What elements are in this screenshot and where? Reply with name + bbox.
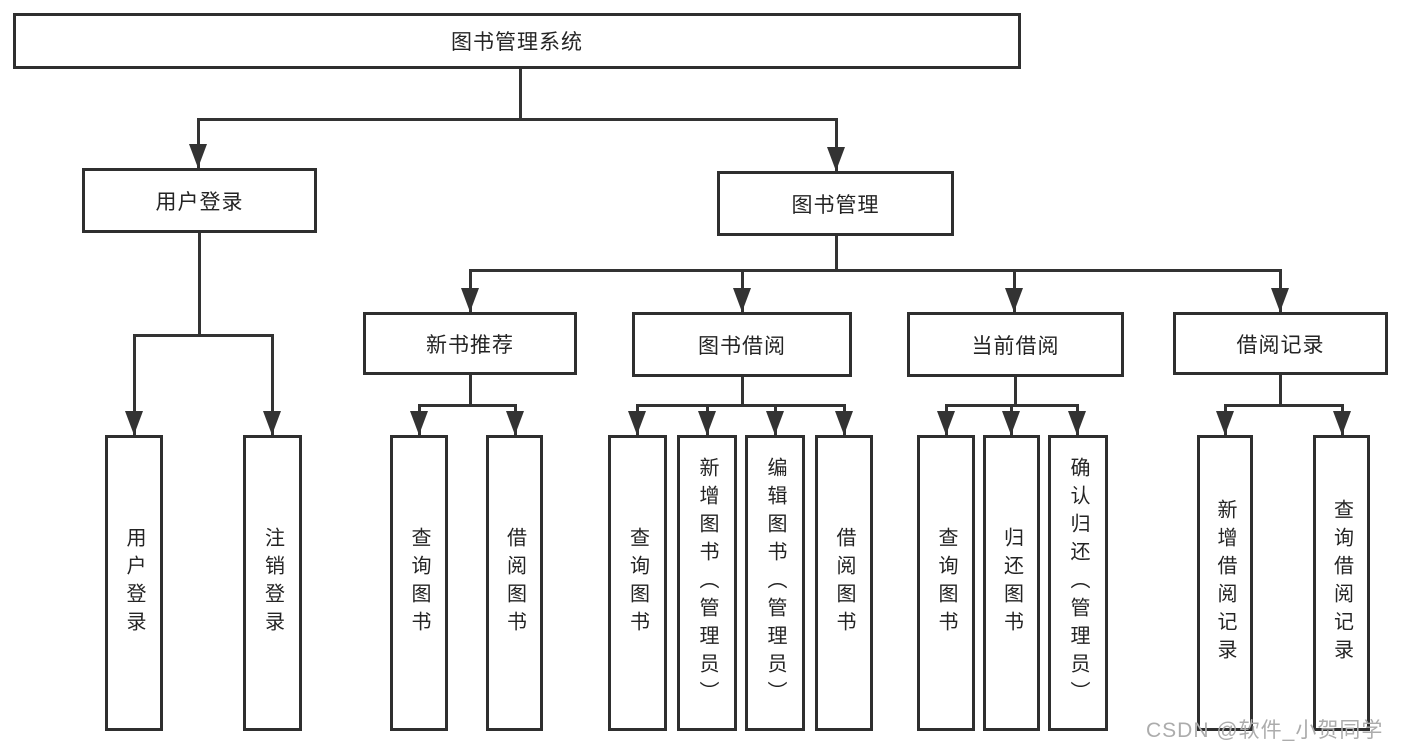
arrowhead-down-icon (1271, 288, 1289, 312)
node-leaf-query-books-borrow: 查询图书 (608, 435, 667, 731)
connector-line-vertical (518, 69, 522, 120)
connector-line-vertical (132, 335, 136, 435)
arrowhead-down-icon (506, 411, 524, 435)
node-leaf-add-book-admin: 新增图书（管理员） (677, 435, 737, 731)
arrowhead-down-icon (410, 411, 428, 435)
connector-line-horizontal (417, 403, 517, 407)
arrowhead-down-icon (1002, 411, 1020, 435)
connector-line-vertical (197, 233, 201, 336)
arrowhead-down-icon (125, 411, 143, 435)
node-branch-book-mgmt: 图书管理 (717, 171, 954, 236)
connector-line-vertical (1278, 375, 1282, 406)
connector-line-vertical (834, 236, 838, 271)
connector-line-vertical (270, 335, 274, 435)
arrowhead-down-icon (263, 411, 281, 435)
arrowhead-down-icon (698, 411, 716, 435)
node-leaf-add-borrow-record: 新增借阅记录 (1197, 435, 1253, 731)
node-leaf-edit-book-admin: 编辑图书（管理员） (745, 435, 805, 731)
arrowhead-down-icon (937, 411, 955, 435)
arrowhead-down-icon (461, 288, 479, 312)
node-branch-borrow-records: 借阅记录 (1173, 312, 1388, 375)
node-branch-book-borrow: 图书借阅 (632, 312, 852, 377)
arrowhead-down-icon (766, 411, 784, 435)
node-root-system: 图书管理系统 (13, 13, 1021, 69)
node-leaf-borrow-books-recommend: 借阅图书 (486, 435, 543, 731)
arrowhead-down-icon (189, 144, 207, 168)
connector-line-horizontal (468, 268, 1282, 272)
connector-line-horizontal (196, 117, 838, 121)
node-leaf-confirm-return-admin: 确认归还（管理员） (1048, 435, 1108, 731)
arrowhead-down-icon (835, 411, 853, 435)
node-leaf-borrow-books: 借阅图书 (815, 435, 873, 731)
node-leaf-user-login: 用户登录 (105, 435, 163, 731)
node-leaf-query-books-recommend: 查询图书 (390, 435, 448, 731)
node-leaf-query-books-current: 查询图书 (917, 435, 975, 731)
node-leaf-query-borrow-record: 查询借阅记录 (1313, 435, 1370, 731)
arrowhead-down-icon (733, 288, 751, 312)
arrowhead-down-icon (1005, 288, 1023, 312)
connector-line-horizontal (635, 403, 846, 407)
connector-line-vertical (740, 377, 744, 406)
node-branch-current-borrow: 当前借阅 (907, 312, 1124, 377)
connector-line-vertical (1013, 377, 1017, 406)
arrowhead-down-icon (628, 411, 646, 435)
connector-line-vertical (196, 119, 200, 168)
connector-line-horizontal (132, 333, 274, 337)
arrowhead-down-icon (827, 147, 845, 171)
connector-line-vertical (468, 375, 472, 406)
node-branch-new-book-recommend: 新书推荐 (363, 312, 577, 375)
arrowhead-down-icon (1068, 411, 1086, 435)
connector-line-vertical (834, 119, 838, 171)
node-branch-user-login: 用户登录 (82, 168, 317, 233)
node-leaf-return-book: 归还图书 (983, 435, 1040, 731)
arrowhead-down-icon (1216, 411, 1234, 435)
arrowhead-down-icon (1333, 411, 1351, 435)
node-leaf-logout: 注销登录 (243, 435, 302, 731)
connector-line-horizontal (1223, 403, 1344, 407)
csdn-watermark: CSDN @软件_小贺同学 (1146, 719, 1384, 742)
